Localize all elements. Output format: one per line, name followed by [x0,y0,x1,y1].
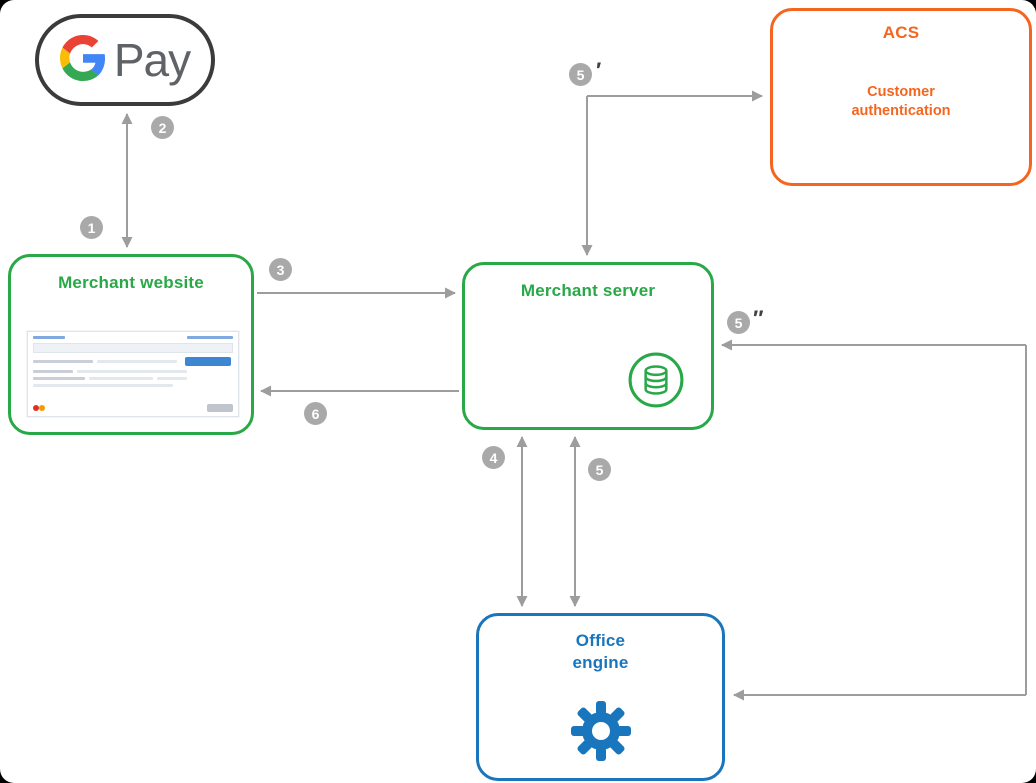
skeleton-line [33,384,173,387]
google-pay-label: Pay [113,34,191,86]
step-badge-5: 5 [588,458,611,481]
screenshot-row [33,336,233,339]
skeleton-line [33,360,93,363]
acs-body-text: Customer authentication [851,84,951,119]
office-engine-node: Office engine [476,613,725,781]
screenshot-row [33,357,233,366]
skeleton-line [157,377,187,380]
step-badge-2: 2 [151,116,174,139]
google-g-icon [59,34,106,86]
merchant-website-title: Merchant website [58,273,204,292]
acs-title: ACS [882,23,920,42]
step-badge-5-double-prime: 5 [727,311,750,334]
office-engine-title-line2: engine [572,653,629,673]
gear-icon [569,699,633,768]
screenshot-footer [33,404,233,412]
step-badge-3: 3 [269,258,292,281]
skeleton-line [33,336,65,339]
database-icon [627,351,685,414]
merchant-server-title: Merchant server [520,281,656,300]
skeleton-line [187,336,233,339]
mastercard-red-dot-icon [33,405,39,411]
skeleton-line [33,377,85,380]
screenshot-row [33,384,233,387]
screenshot-row [33,377,233,380]
mastercard-orange-dot-icon [39,405,45,411]
step-5-double-prime-mark: ″ [753,306,764,331]
step-badge-6: 6 [304,402,327,425]
office-engine-title-line1: Office [575,631,626,650]
skeleton-line [77,370,187,373]
skeleton-line [89,377,153,380]
skeleton-line [33,370,73,373]
step-badge-5-prime: 5 [569,63,592,86]
merchant-server-node: Merchant server [462,262,714,430]
checkout-screenshot [27,331,239,417]
step-badge-1: 1 [80,216,103,239]
screenshot-row [33,370,233,373]
step-badge-4: 4 [482,446,505,469]
skeleton-line [97,360,177,363]
google-pay-node: Pay [35,14,215,106]
step-5-prime-mark: ′ [596,58,602,83]
office-engine-title: Office engine [479,630,722,674]
screenshot-gray-button [207,404,233,412]
screenshot-header-band [33,343,233,353]
screenshot-blue-button [185,357,231,366]
acs-node: ACS Customer authentication [770,8,1032,186]
merchant-website-node: Merchant website [8,254,254,435]
